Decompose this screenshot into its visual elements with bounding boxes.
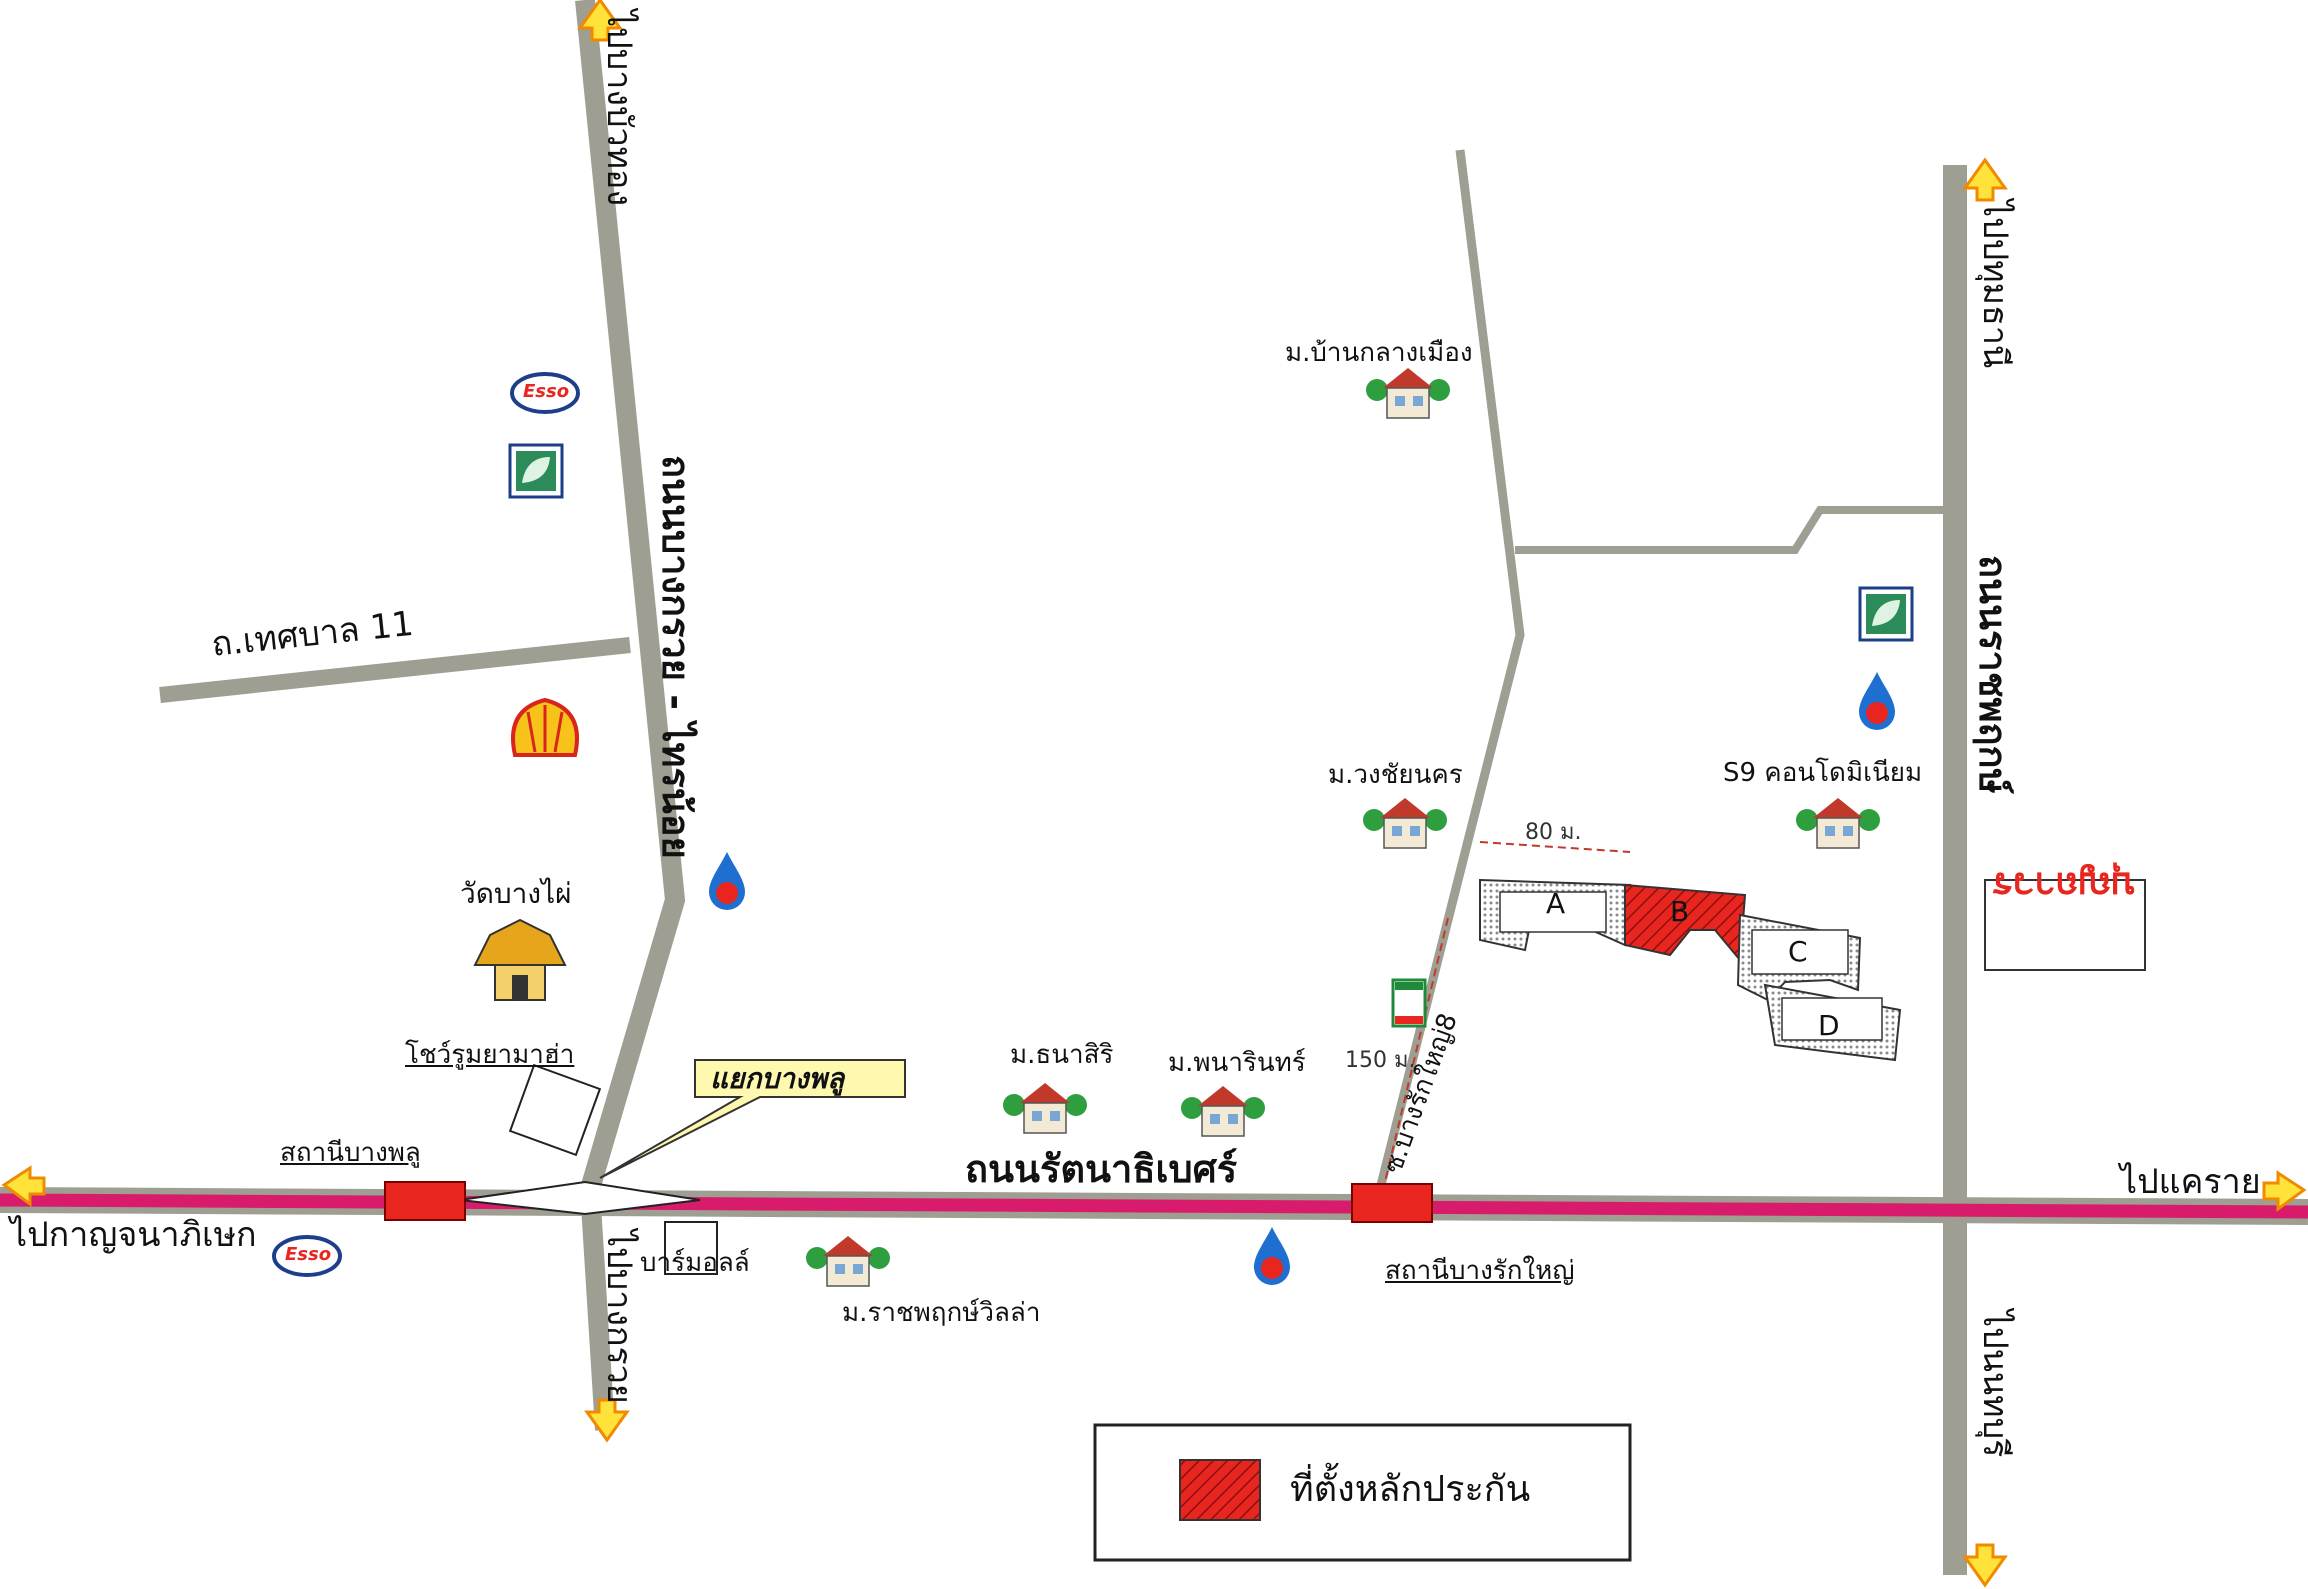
- direction-bangkruai: ไปบางกรวย: [599, 1230, 639, 1404]
- condo-buildings: [1479, 878, 1902, 1062]
- arrow-to-kanchanaphisek: [1, 1165, 46, 1207]
- direction-khae-rai: ไปแคราย: [2120, 1162, 2261, 1202]
- village-icon: [1363, 798, 1447, 849]
- ptt-icon: [1859, 672, 1895, 730]
- station-bangrak-label: สถานีบางรักใหญ่: [1385, 1256, 1575, 1286]
- direction-kanchanaphisek: ไปกาญจนาภิเษก: [10, 1215, 257, 1255]
- esso-label: Esso: [523, 381, 570, 402]
- building-d-label: D: [1818, 1009, 1840, 1042]
- bunthavorn-box: [1984, 879, 2146, 971]
- temple-icon: [473, 918, 567, 1001]
- village-ratchaphruek-label: ม.ราชพฤกษ์วิลล่า: [842, 1298, 1041, 1328]
- shell-icon: [511, 697, 579, 757]
- village-klangmuang-label: ม.บ้านกลางเมือง: [1285, 338, 1473, 368]
- s9-condo-label: S9 คอนโดมิเนียม: [1723, 758, 1923, 788]
- village-icon: [1003, 1083, 1087, 1134]
- village-icon: [806, 1236, 890, 1287]
- arrow-to-khae-rai: [2262, 1170, 2307, 1212]
- direction-pathumthani: ไปปทุมธานี: [1975, 200, 2015, 369]
- bangchak-icon: [1858, 586, 1914, 642]
- distance-80-label: 80 ม.: [1525, 820, 1582, 845]
- market-box: [664, 1221, 718, 1275]
- seven-eleven-icon: [1391, 978, 1427, 1028]
- building-b: [1624, 883, 1747, 963]
- road-bangkruai-sainoi: [575, 0, 686, 1431]
- building-c-label: C: [1788, 935, 1808, 968]
- esso-icon: Esso: [510, 372, 580, 414]
- arrow-to-bangkruai: [584, 1398, 630, 1443]
- esso-label: Esso: [285, 1244, 332, 1265]
- building-b-label: B: [1670, 895, 1690, 928]
- village-icon: [1181, 1086, 1265, 1137]
- junction-flare: [459, 1180, 701, 1216]
- intersection-label: แยกบางพลู: [710, 1062, 845, 1095]
- arrow-to-bangbuathong: [577, 0, 623, 42]
- road-connector: [1515, 506, 1945, 554]
- bunthavorn-label: บุญถาวร: [1992, 864, 2135, 908]
- station-bangrak-marker: [1351, 1183, 1433, 1223]
- main-road-label: ถนนรัตนาธิเบศร์: [965, 1147, 1238, 1191]
- showroom-label: โชว์รูมยามาฮ่า: [405, 1040, 575, 1070]
- legend-swatch: [1179, 1459, 1261, 1521]
- arrow-to-pathumthani: [1962, 157, 2008, 202]
- village-wongchai-label: ม.วงชัยนคร: [1328, 760, 1463, 790]
- esso-icon: Esso: [272, 1235, 342, 1277]
- direction-nonthaburi: ไปนนทบุรี: [1975, 1310, 2015, 1458]
- intersection-callout: [599, 1059, 906, 1179]
- legend-label: ที่ตั้งหลักประกัน: [1290, 1469, 1531, 1510]
- road-soi-bangrak: [1375, 149, 1525, 1191]
- station-bangphlu-label: สถานีบางพลู: [280, 1138, 421, 1168]
- village-phanarin-label: ม.พนารินทร์: [1168, 1048, 1306, 1078]
- road-bangkruai-sainoi-label: ถนนบางกรวย - ไทรน้อย: [654, 455, 698, 859]
- distance-150-label: 150 ม.: [1345, 1048, 1416, 1073]
- station-bangphlu-marker: [384, 1181, 466, 1221]
- ptt-icon: [1254, 1227, 1290, 1285]
- arrow-to-nonthaburi: [1962, 1543, 2008, 1588]
- distance-150-line: [1384, 917, 1449, 1183]
- road-ratchaphruek-label: ถนนราชพฤกษ์: [1971, 555, 2015, 794]
- village-icon: [1366, 368, 1450, 419]
- village-icon: [1796, 798, 1880, 849]
- direction-bangbuathong: ไปบางบัวทอง: [599, 10, 639, 207]
- market-label: บาร์มอลล์: [640, 1248, 750, 1278]
- bangchak-icon: [508, 443, 564, 499]
- ptt-icon: [709, 852, 745, 910]
- road-thetsaban-11: [159, 637, 631, 703]
- temple-label: วัดบางไผ่: [460, 877, 572, 910]
- showroom-box: [508, 1063, 602, 1157]
- building-a-label: A: [1546, 887, 1566, 920]
- village-thanasiri-label: ม.ธนาสิริ: [1010, 1040, 1114, 1070]
